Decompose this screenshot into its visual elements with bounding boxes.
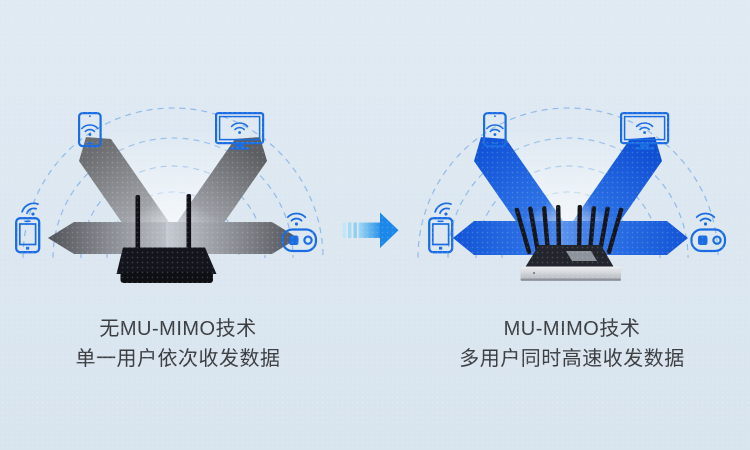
tablet-icon xyxy=(483,112,507,148)
caption-no-mumimo-subtitle: 单一用户依次收发数据 xyxy=(75,348,281,370)
tablet-icon xyxy=(78,112,102,148)
smartphone-icon xyxy=(15,217,41,254)
gamepad-icon xyxy=(690,228,727,253)
wifi-signal-icon xyxy=(286,212,307,227)
gamepad-icon xyxy=(281,228,318,253)
router-2-antenna xyxy=(116,194,217,283)
tv-icon xyxy=(215,112,265,150)
caption-no-mumimo: 无MU-MIMO技术 单一用户依次收发数据 xyxy=(18,314,338,374)
tv-icon xyxy=(620,112,670,150)
smartphone-icon xyxy=(428,217,454,254)
upgrade-arrow-icon xyxy=(342,212,399,248)
caption-mumimo: MU-MIMO技术 多用户同时高速收发数据 xyxy=(412,314,732,374)
caption-no-mumimo-title: 无MU-MIMO技术 xyxy=(99,318,257,340)
wifi-signal-icon xyxy=(695,212,716,227)
beam-glow-right xyxy=(503,132,633,264)
wifi-signal-icon xyxy=(432,199,456,221)
router-8-antenna xyxy=(514,205,624,281)
beam-glow-left xyxy=(108,132,238,264)
signal-beams-gray xyxy=(48,137,298,273)
caption-mumimo-title: MU-MIMO技术 xyxy=(503,318,641,340)
caption-mumimo-subtitle: 多用户同时高速收发数据 xyxy=(459,348,685,370)
